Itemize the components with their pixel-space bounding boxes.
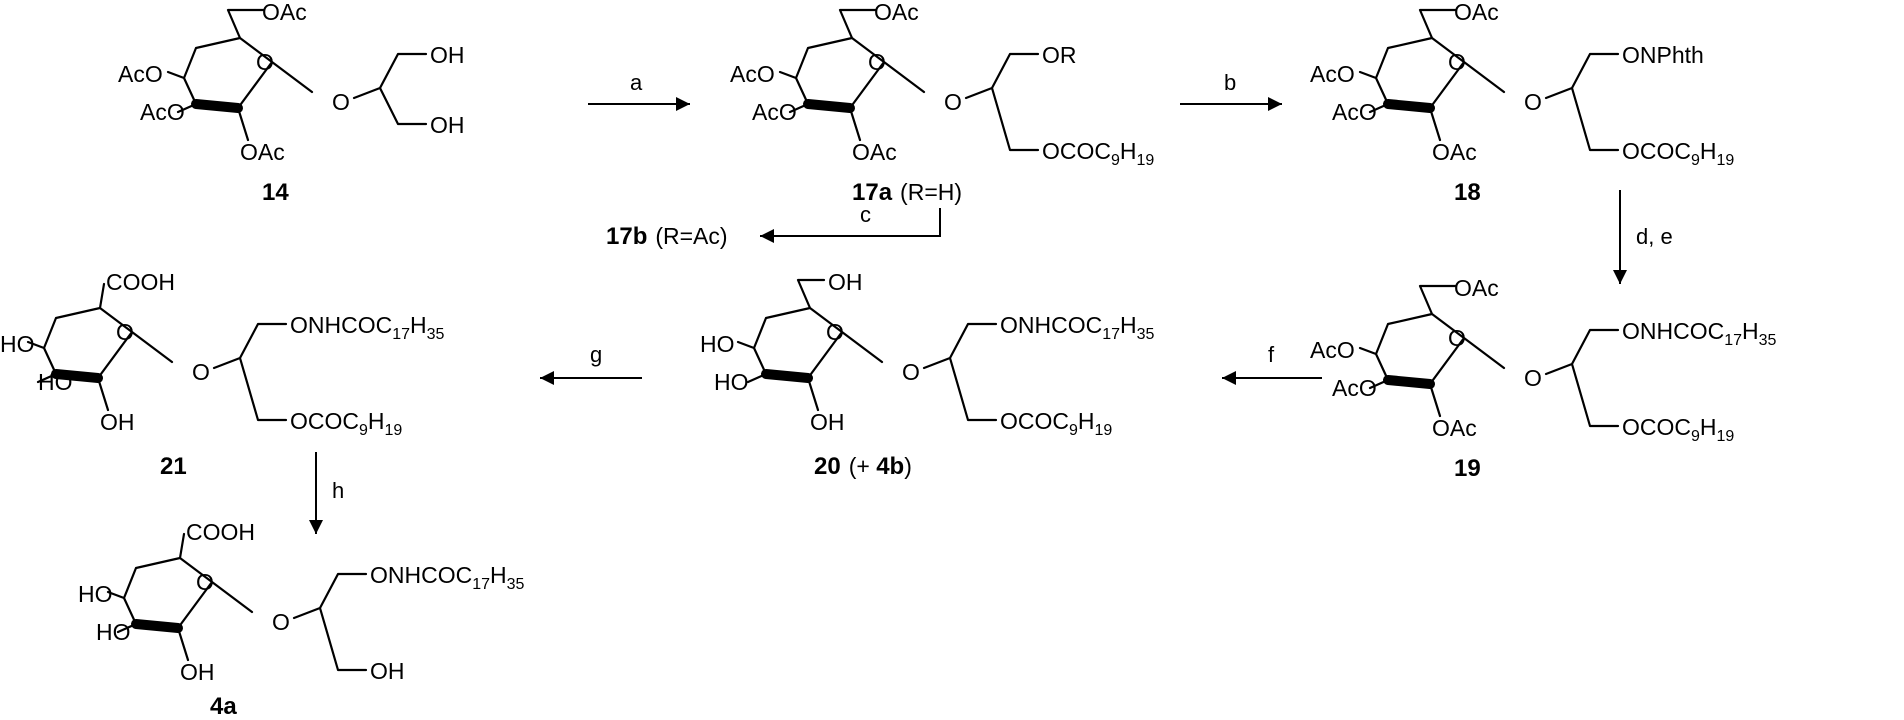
sub-left-lower: AcO — [140, 99, 185, 125]
chain-bottom: OCOC9H19 — [290, 408, 402, 439]
sub-bottom: OAc — [852, 139, 897, 165]
sub-left-upper: AcO — [730, 61, 775, 87]
chain-top: OH — [430, 42, 465, 68]
condition-c: c — [860, 202, 871, 227]
compound-label: 19 — [1454, 455, 1481, 482]
ring-oxygen: O — [196, 569, 214, 595]
sub-left-upper: HO — [700, 331, 735, 357]
sub-top: OAc — [1454, 0, 1499, 25]
sub-bottom: OH — [100, 409, 135, 435]
sub-top: OAc — [1454, 275, 1499, 301]
sub-left-upper: HO — [78, 581, 113, 607]
sub-left-upper: HO — [0, 331, 35, 357]
sub-top: COOH — [106, 269, 175, 295]
chain-bottom: OCOC9H19 — [1622, 138, 1734, 169]
sub-left-lower: HO — [714, 369, 749, 395]
chain-bottom: OCOC9H19 — [1042, 138, 1154, 169]
sub-top: COOH — [186, 519, 255, 545]
sub-left-lower: AcO — [752, 99, 797, 125]
glycosidic-oxygen: O — [332, 89, 350, 115]
sub-left-lower: AcO — [1332, 99, 1377, 125]
glycosidic-oxygen: O — [1524, 89, 1542, 115]
sub-left-lower: HO — [96, 619, 131, 645]
chain-top: ONPhth — [1622, 42, 1704, 68]
compound-label: 21 — [160, 453, 187, 480]
ring-oxygen: O — [868, 49, 886, 75]
sub-bottom: OH — [180, 659, 215, 685]
ring-oxygen: O — [1448, 49, 1466, 75]
sub-bottom: OH — [810, 409, 845, 435]
chain-top: ONHCOC17H35 — [370, 562, 525, 593]
sub-left-upper: AcO — [118, 61, 163, 87]
compound-17b: 17b(R=Ac) — [606, 223, 728, 250]
ring-oxygen: O — [116, 319, 134, 345]
sub-bottom: OAc — [1432, 415, 1477, 441]
chain-top: ONHCOC17H35 — [1000, 312, 1155, 343]
arrow-c — [760, 208, 941, 243]
condition-h: h — [332, 478, 344, 503]
ring-oxygen: O — [826, 319, 844, 345]
glycosidic-oxygen: O — [902, 359, 920, 385]
sub-bottom: OAc — [240, 139, 285, 165]
ring-oxygen: O — [1448, 325, 1466, 351]
compound-20: OH O HO HO OH O ONHCOC17H35 OCOC9H19 20(… — [700, 269, 1155, 480]
chain-bottom: OCOC9H19 — [1000, 408, 1112, 439]
condition-de: d, e — [1636, 224, 1673, 249]
compound-21: COOH O HO HO OH O ONHCOC17H35 OCOC9H19 2… — [0, 269, 445, 480]
glycosidic-oxygen: O — [944, 89, 962, 115]
condition-a: a — [630, 70, 643, 95]
condition-f: f — [1268, 342, 1275, 367]
compound-17a: OAc O AcO AcO OAc O OR OCOC9H19 17a(R=H) — [730, 0, 1154, 206]
sub-top: OH — [828, 269, 863, 295]
chain-bottom: OH — [430, 112, 465, 138]
sub-left-lower: AcO — [1332, 375, 1377, 401]
sub-left-upper: AcO — [1310, 337, 1355, 363]
sub-left-upper: AcO — [1310, 61, 1355, 87]
compound-14: OAc O AcO AcO OAc O OH OH 14 — [118, 0, 465, 206]
sub-top: OAc — [262, 0, 307, 25]
sub-top: OAc — [874, 0, 919, 25]
glycosidic-oxygen: O — [272, 609, 290, 635]
glycosidic-oxygen: O — [1524, 365, 1542, 391]
compound-4a: COOH O HO HO OH O ONHCOC17H35 OH 4a — [78, 519, 525, 720]
chain-bottom: OCOC9H19 — [1622, 414, 1734, 445]
condition-b: b — [1224, 70, 1236, 95]
compound-label: 17a(R=H) — [852, 179, 962, 206]
sub-left-lower: HO — [38, 369, 73, 395]
chain-top: ONHCOC17H35 — [290, 312, 445, 343]
compound-label: 20(+ 4b) — [814, 453, 912, 480]
chain-bottom: OH — [370, 658, 405, 684]
compound-label: 14 — [262, 179, 289, 206]
compound-18: OAc O AcO AcO OAc O ONPhth OCOC9H19 18 — [1310, 0, 1734, 206]
condition-g: g — [590, 342, 602, 367]
chain-top: ONHCOC17H35 — [1622, 318, 1777, 349]
compound-19: OAc O AcO AcO OAc O ONHCOC17H35 OCOC9H19… — [1310, 275, 1777, 482]
compound-label: 18 — [1454, 179, 1481, 206]
ring-oxygen: O — [256, 49, 274, 75]
sub-bottom: OAc — [1432, 139, 1477, 165]
compound-label: 4a — [210, 693, 237, 720]
glycosidic-oxygen: O — [192, 359, 210, 385]
chain-top: OR — [1042, 42, 1077, 68]
